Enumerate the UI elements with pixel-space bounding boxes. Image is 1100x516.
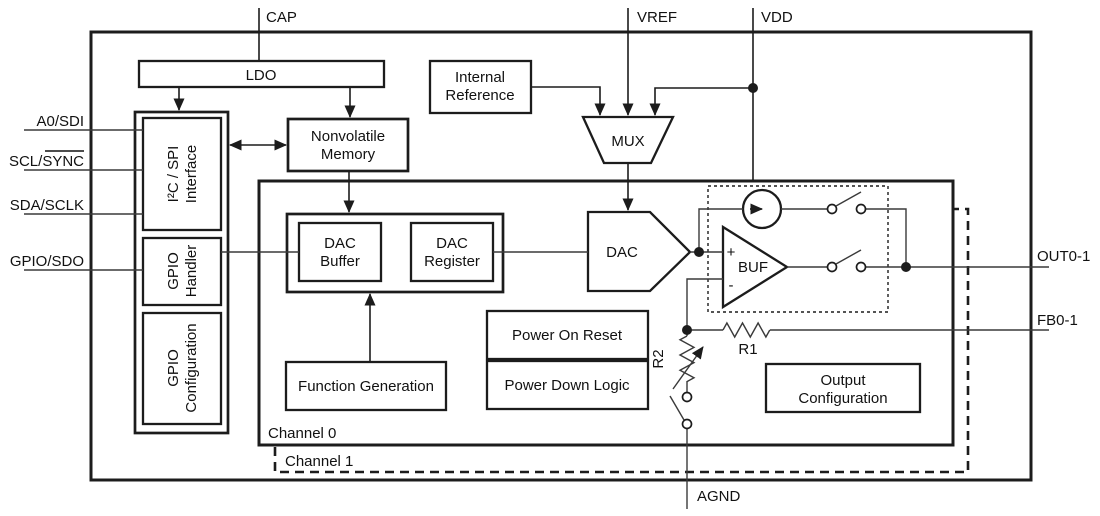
pin-label-a0-sdi: A0/SDI: [36, 113, 84, 130]
i2c-spi-label-1: I²C / SPI: [165, 146, 182, 203]
dac-to-currentsource-wire: [698, 208, 743, 252]
ldo-label: LDO: [246, 67, 277, 84]
dac-buffer-label-1: DAC: [324, 235, 356, 252]
gpio-configuration-label-2: Configuration: [183, 323, 200, 412]
output-stage-dotted-box: [707, 185, 889, 313]
buf-label: BUF: [738, 259, 768, 276]
buf-opamp-triangle: [721, 224, 790, 310]
power-on-reset-box: [485, 309, 650, 361]
function-generation-box: [284, 360, 448, 412]
pin-label-vdd: VDD: [761, 9, 793, 26]
r2-variable-arrow: [672, 346, 704, 390]
gpio-handler-box: [141, 236, 223, 307]
switches: [669, 191, 867, 430]
power-down-logic-label: Power Down Logic: [504, 377, 630, 394]
switch-top-left-contact: [826, 203, 838, 215]
vdd-to-mux-wire: [649, 87, 753, 116]
internal-reference-label-1: Internal: [455, 69, 505, 86]
wires: [24, 8, 1049, 509]
switch-top-out-wire: [866, 208, 907, 267]
pin-label-scl-sync: SCL/SYNC: [9, 153, 84, 170]
function-generation-label: Function Generation: [298, 378, 434, 395]
dac-register-label-2: Register: [424, 253, 480, 270]
ldo-box: [137, 59, 386, 89]
gpio-configuration-box: [141, 311, 223, 426]
switch-top-right-contact: [855, 203, 867, 215]
gpio-handler-label: GPIO Handler: [165, 245, 200, 298]
switch-bottom-right-contact: [855, 261, 867, 273]
r2-label: R2: [650, 349, 667, 368]
switch-bottom-lever: [835, 249, 862, 265]
i2c-spi-interface-label: I²C / SPI Interface: [165, 145, 200, 203]
pin-label-out0-1: OUT0-1: [1037, 248, 1090, 265]
pin-label-vref: VREF: [637, 9, 677, 26]
nvm-label-2: Memory: [321, 146, 376, 163]
internal-reference-label-2: Reference: [445, 87, 514, 104]
mux-trapezoid: [581, 115, 675, 165]
resistor-r1: [722, 321, 771, 339]
intref-to-mux-wire: [531, 86, 606, 116]
switch-bottom-left-contact: [826, 261, 838, 273]
buf-plus-sign: +: [727, 244, 736, 261]
nvm-label-1: Nonvolatile: [311, 128, 385, 145]
power-down-logic-box: [485, 359, 650, 411]
dac-register-box: [409, 221, 495, 283]
pin-label-fb0-1: FB0-1: [1037, 312, 1078, 329]
switch-top-lever: [835, 191, 862, 207]
pin-label-sda-sclk: SDA/SCLK: [10, 197, 84, 214]
r2-switch-bottom-contact: [681, 418, 693, 430]
out-junction-dot: [901, 262, 911, 272]
gpio-handler-label-2: Handler: [183, 245, 200, 298]
power-on-reset-label: Power On Reset: [512, 327, 623, 344]
pin-label-cap: CAP: [266, 9, 297, 26]
dac-buffer-label-2: Buffer: [320, 253, 360, 270]
gpio-handler-label-1: GPIO: [165, 252, 182, 290]
r2-switch-lever: [669, 395, 685, 421]
labels: CAP VREF VDD A0/SDI SCL/SYNC SDA/SCLK GP…: [9, 9, 1090, 505]
vdd-junction-dot: [748, 83, 758, 93]
buf-minus-sign: -: [729, 277, 734, 294]
dac-buffer-box: [297, 221, 383, 283]
output-configuration-box: [764, 362, 922, 414]
gpio-configuration-label-1: GPIO: [165, 349, 182, 387]
feedback-junction-dot: [682, 325, 692, 335]
buf-minus-feedback-wire: [686, 278, 723, 330]
resistor-r2: [678, 335, 696, 383]
nonvolatile-memory-box: [286, 117, 410, 173]
pin-label-agnd: AGND: [697, 488, 741, 505]
dac-register-label-1: DAC: [436, 235, 468, 252]
i2c-spi-interface-box: [141, 116, 223, 232]
gpio-configuration-label: GPIO Configuration: [165, 323, 200, 412]
dac-label: DAC: [606, 244, 638, 261]
mux-label: MUX: [611, 133, 644, 150]
channel-1-label: Channel 1: [285, 453, 353, 470]
dac-output-junction-dot: [694, 247, 704, 257]
output-configuration-label-1: Output: [820, 372, 866, 389]
r1-label: R1: [738, 341, 757, 358]
r2-switch-top-contact: [681, 391, 693, 403]
dac-pentagon: [586, 210, 692, 293]
pin-label-gpio-sdo: GPIO/SDO: [10, 253, 84, 270]
i2c-spi-label-2: Interface: [183, 145, 200, 203]
channel-0-label: Channel 0: [268, 425, 336, 442]
output-configuration-label-2: Configuration: [798, 390, 887, 407]
